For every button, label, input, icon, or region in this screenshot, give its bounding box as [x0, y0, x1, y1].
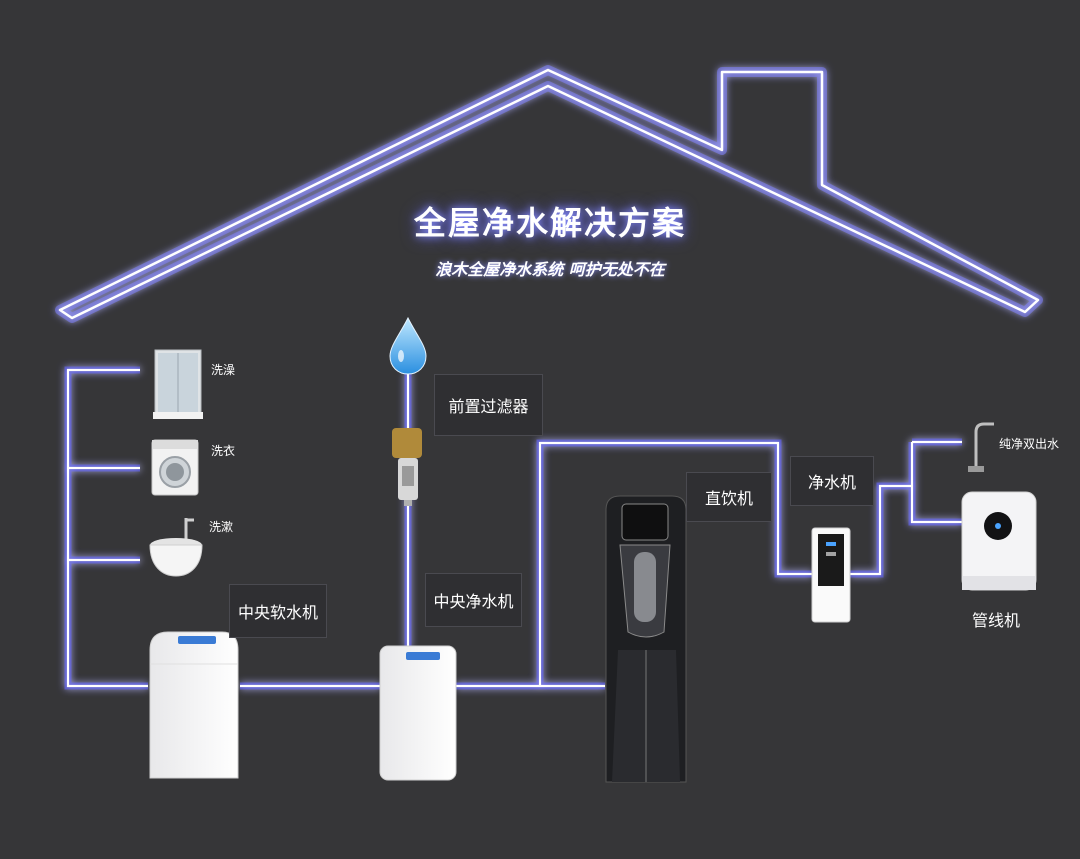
central-purifier-label: 中央净水机 — [425, 573, 522, 627]
wash-label: 洗漱 — [209, 520, 234, 534]
prefilter-icon — [392, 428, 422, 506]
page-subtitle: 浪木全屋净水系统 呵护无处不在 — [435, 260, 665, 279]
page-title: 全屋净水解决方案 — [413, 204, 686, 242]
pipeline-unit-icon — [961, 491, 1037, 591]
water-softener-icon — [149, 631, 239, 779]
purifier-unit-icon — [811, 527, 851, 623]
washing-machine-icon — [151, 439, 199, 496]
pipeline-unit-label: 管线机 — [972, 611, 1021, 630]
shower-cabin-icon — [153, 349, 203, 419]
shower-label: 洗澡 — [211, 363, 236, 377]
purifier-label: 净水机 — [790, 456, 874, 506]
prefilter-label: 前置过滤器 — [434, 374, 543, 436]
laundry-label: 洗衣 — [211, 444, 236, 458]
dual-tap-label: 纯净双出水 — [999, 437, 1060, 451]
dispenser-label: 直饮机 — [686, 472, 772, 522]
central-purifier-icon — [379, 645, 457, 781]
wash-basin-icon — [149, 518, 203, 577]
house-outline — [55, 65, 1043, 323]
water-dispenser-icon — [605, 495, 687, 783]
pipes — [64, 366, 962, 690]
softener-label: 中央软水机 — [229, 584, 327, 638]
water-drop-icon — [389, 316, 427, 375]
dual-faucet-icon — [968, 422, 994, 472]
